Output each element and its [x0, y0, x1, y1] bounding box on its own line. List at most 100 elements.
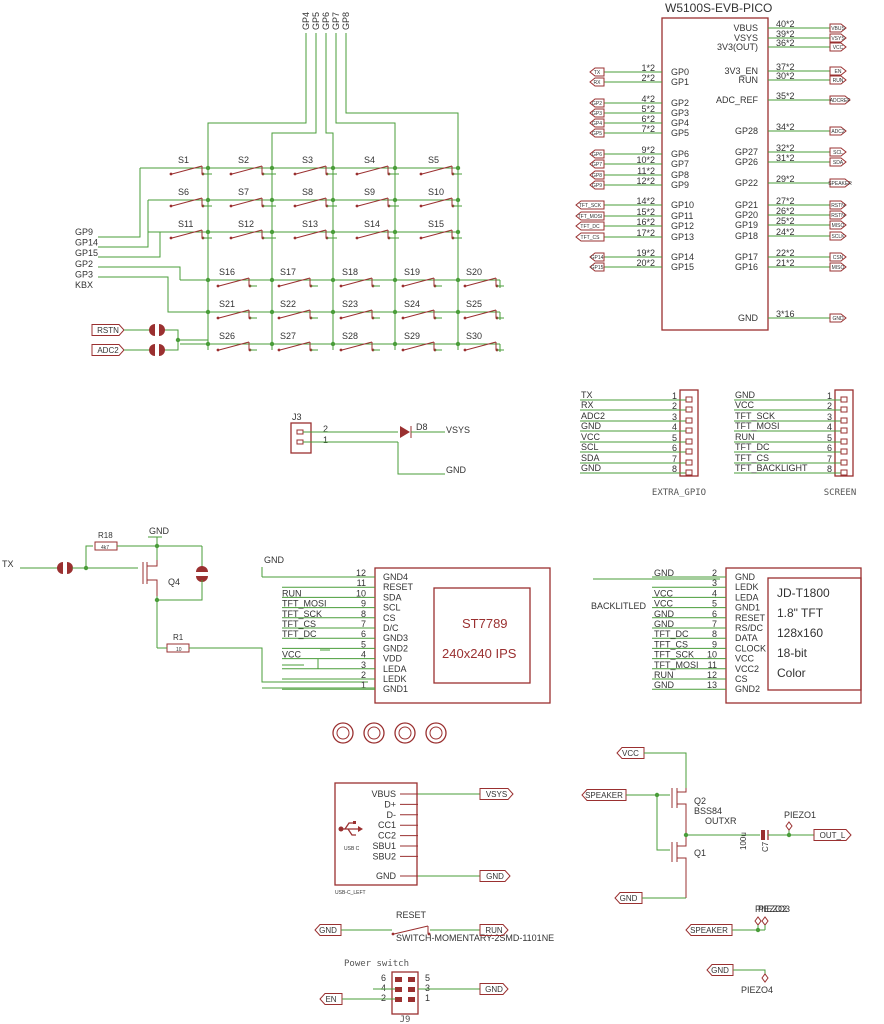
- jdt-net: RUN: [654, 670, 674, 680]
- jdt-pin-name: VCC2: [735, 664, 759, 674]
- mcu-pin-num: 24*2: [776, 227, 795, 237]
- jdt-pin-num: 7: [712, 619, 717, 629]
- junction-dot: [269, 165, 275, 171]
- col-wire-0: [207, 33, 307, 350]
- jdt-pin-name: CS: [735, 674, 748, 684]
- mcu-net-tag: [575, 200, 605, 210]
- switch-lever: [295, 165, 327, 175]
- switch-label-S23: S23: [342, 299, 358, 309]
- r1-value: 10: [176, 647, 182, 653]
- extra-gpio-pin: 7: [672, 454, 677, 464]
- switch-S14: [355, 229, 391, 240]
- mcu-pin-num: 27*2: [776, 196, 795, 206]
- mcu-net-tag: [589, 262, 605, 272]
- extra-gpio-net: GND: [581, 463, 602, 473]
- st7789-net: RUN: [282, 588, 302, 598]
- mcu-pin-num: 2*2: [641, 73, 655, 83]
- st7789-pin-num: 9: [361, 599, 366, 609]
- junction-dot: [392, 165, 398, 171]
- switch-label-S16: S16: [219, 267, 235, 277]
- mcu-net-tag: [829, 210, 847, 220]
- switch-lever: [171, 165, 203, 175]
- out-l-tag-label: OUT_L: [820, 831, 846, 840]
- mounting-hole-inner: [367, 726, 381, 740]
- switch-node: [339, 348, 343, 352]
- power-pin: [408, 997, 415, 1002]
- amp-gnd-tag: [614, 892, 643, 904]
- switch-lever: [393, 925, 429, 935]
- row-label-GP3: GP3: [75, 269, 93, 279]
- usbc-ref: USB-C_LEFT: [335, 890, 366, 896]
- switch-label-S20: S20: [466, 267, 482, 277]
- screen-conn-pin: 7: [827, 454, 832, 464]
- switch-S29: [401, 341, 437, 352]
- switch-S30: [463, 341, 499, 352]
- switch-label-S27: S27: [280, 331, 296, 341]
- mcu-net-tag-label: SPEAKER: [828, 181, 852, 187]
- mcu-pin-num: 17*2: [636, 228, 655, 238]
- st7789-pin-num: 10: [356, 588, 366, 598]
- st7789-pin-num: 5: [361, 639, 366, 649]
- cap-left-plate: [149, 324, 155, 336]
- col-label-GP8: GP8: [341, 12, 351, 30]
- port-rstn: [91, 324, 125, 336]
- mcu-pin-name: GP2: [671, 98, 689, 108]
- switch-S22: [277, 309, 313, 320]
- jdt-screen: [767, 577, 862, 691]
- switch-node: [216, 284, 220, 288]
- st7789-pin-name: CS: [383, 613, 396, 623]
- row-feed-gp9: [98, 168, 141, 238]
- jdt-pin-num: 2: [712, 568, 717, 578]
- junction-dot: [330, 309, 336, 315]
- jdt-pin-name: DATA: [735, 633, 758, 643]
- switch-lever: [341, 277, 373, 287]
- switch-lever: [421, 165, 453, 175]
- mcu-pin-num: 1*2: [641, 63, 655, 73]
- mcu-pin-num: 36*2: [776, 38, 795, 48]
- j3-pin-num: 2: [323, 424, 328, 434]
- switch-node: [401, 316, 405, 320]
- amp-gate-wire: [626, 794, 670, 851]
- mcu-pin-name: GP18: [735, 231, 758, 241]
- switch-node: [355, 204, 359, 208]
- jdt-pin-num: 6: [712, 609, 717, 619]
- mcu-net-tag: [575, 221, 605, 231]
- junction-dot: [330, 341, 336, 347]
- j3-pin-num: 1: [323, 435, 328, 445]
- row-label-KBX: KBX: [75, 280, 93, 290]
- extra-gpio-pin: 2: [672, 401, 677, 411]
- mcu-net-tag: [575, 232, 605, 242]
- cap-left-plate: [149, 344, 155, 356]
- piezo-gnd-tag: [706, 964, 734, 976]
- st7789-pin-name: GND1: [383, 684, 408, 694]
- switch-lever: [231, 229, 263, 239]
- junction-dot: [269, 341, 275, 347]
- piezo-speaker-tag-label: SPEAKER: [690, 926, 728, 935]
- junction-dot: [205, 229, 211, 235]
- reset-switch: [391, 925, 431, 936]
- extra-gpio-pin: 6: [672, 443, 677, 453]
- c7-label: C7: [761, 841, 770, 852]
- switch-S20: [463, 277, 499, 288]
- st7789-pin-name: SCL: [383, 603, 401, 613]
- jdt-line: Color: [777, 666, 806, 680]
- jdt-net: TFT_SCK: [654, 650, 694, 660]
- header-pin: [685, 469, 693, 476]
- amp-vcc-tag: [616, 747, 645, 759]
- mcu-pin-num: 34*2: [776, 122, 795, 132]
- extra-gpio-pin: 8: [672, 464, 677, 474]
- junction-dot: [392, 229, 398, 235]
- usbc-pin-name: SBU2: [372, 851, 396, 861]
- header-pin: [840, 417, 848, 424]
- mounting-hole-inner: [398, 726, 412, 740]
- mcu-pin-num: 31*2: [776, 153, 795, 163]
- port-adc2: [91, 344, 125, 356]
- mcu-pin-name: GND: [738, 313, 759, 323]
- jdt-net: GND: [654, 568, 675, 578]
- jdt-line: 18-bit: [777, 646, 808, 660]
